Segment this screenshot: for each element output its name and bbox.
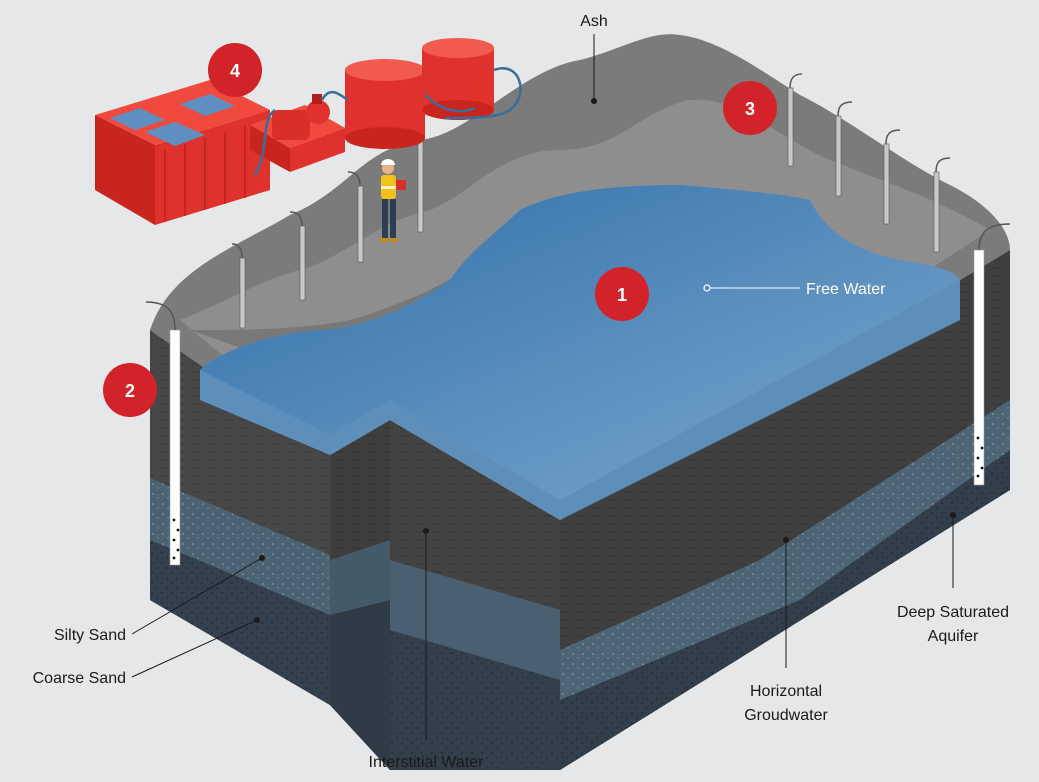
badge-1: 1	[595, 267, 649, 321]
worker-figure	[380, 159, 406, 242]
callout-coarse-sand: Coarse Sand	[33, 617, 260, 687]
storage-tank	[345, 59, 425, 149]
callout-free-water: Free Water	[703, 281, 886, 298]
well-pipe	[231, 243, 246, 329]
badge-3: 3	[723, 81, 777, 135]
svg-text:1: 1	[617, 285, 627, 305]
well-pipe	[835, 101, 853, 197]
well-cross-section-left	[145, 301, 181, 566]
label-silty-sand: Silty Sand	[54, 627, 126, 644]
well-pipe	[933, 157, 951, 253]
svg-text:3: 3	[745, 99, 755, 119]
callout-ash: Ash	[580, 13, 608, 104]
label-horizontal-1: Horizontal	[750, 683, 822, 700]
label-free-water: Free Water	[806, 281, 886, 298]
badge-2: 2	[103, 363, 157, 417]
label-coarse-sand: Coarse Sand	[33, 670, 126, 687]
well-pipe	[289, 211, 306, 301]
settling-tank	[95, 80, 270, 225]
well-cross-section-right	[973, 223, 1011, 486]
callout-horizontal-groundwater: Horizontal Groudwater	[744, 537, 828, 724]
free-water-pool	[200, 185, 960, 520]
callout-interstitial-water: Interstitial Water	[369, 528, 485, 771]
monitoring-wells	[231, 73, 951, 329]
label-deep-1: Deep Saturated	[897, 604, 1009, 621]
ground-block-right-face	[560, 250, 1010, 770]
callout-deep-aquifer: Deep Saturated Aquifer	[897, 512, 1009, 645]
svg-text:4: 4	[230, 61, 240, 81]
storage-tank	[422, 38, 494, 120]
callout-silty-sand: Silty Sand	[54, 555, 265, 644]
label-horizontal-2: Groudwater	[744, 707, 828, 724]
pump	[250, 94, 345, 172]
label-interstitial-water: Interstitial Water	[369, 754, 485, 771]
well-pipe	[883, 129, 901, 225]
well-pipe	[347, 171, 364, 263]
label-deep-2: Aquifer	[928, 628, 979, 645]
label-ash: Ash	[580, 13, 608, 30]
badge-4: 4	[208, 43, 262, 97]
well-pipe	[787, 73, 803, 167]
ground-block-left-face	[150, 330, 560, 770]
svg-text:2: 2	[125, 381, 135, 401]
treatment-equipment	[95, 38, 522, 225]
